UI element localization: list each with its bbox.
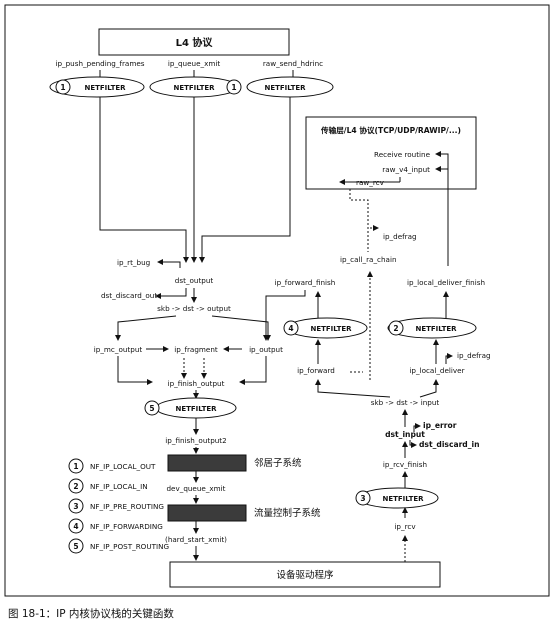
- fn-receive-routine: Receive routine: [374, 150, 431, 159]
- netfilter-label: NETFILTER: [175, 405, 217, 413]
- legend-label: NF_IP_POST_ROUTING: [90, 542, 169, 551]
- fn-ip-forward: ip_forward: [297, 366, 335, 375]
- neighbor-subsystem-label: 邻居子系统: [254, 457, 302, 469]
- neighbor-subsystem-block: [167, 454, 247, 472]
- netfilter-label: NETFILTER: [264, 84, 306, 92]
- hook-number: 3: [360, 494, 365, 503]
- hook-number: 5: [149, 404, 154, 413]
- fn-ip-forward-finish: ip_forward_finish: [275, 278, 336, 287]
- fn-dst-discard-in: dst_discard_in: [419, 440, 480, 449]
- hook-number-badge: [55, 79, 71, 95]
- netfilter-label: NETFILTER: [84, 84, 126, 92]
- legend-label: NF_IP_LOCAL_IN: [90, 482, 148, 491]
- hook-number-badge: [144, 400, 160, 416]
- fn-ip-defrag-lower: ip_defrag: [457, 351, 491, 360]
- hook-number: 2: [393, 324, 398, 333]
- hook-number-badge: [283, 320, 299, 336]
- legend-number: 1: [73, 462, 78, 471]
- legend-label: NF_IP_FORWARDING: [90, 522, 163, 531]
- traffic-control-block: [167, 504, 247, 522]
- fn-ip-call-ra-chain: ip_call_ra_chain: [340, 255, 397, 264]
- hook-number: 1: [231, 83, 236, 92]
- netfilter-label: NETFILTER: [382, 495, 424, 503]
- fn-raw-v4-input: raw_v4_input: [382, 165, 430, 174]
- hook-number-badge: [388, 320, 404, 336]
- l4-protocol-box: [98, 28, 290, 56]
- fn-ip-push-pending-frames: ip_push_pending_frames: [55, 59, 144, 68]
- legend-number: 4: [73, 522, 78, 531]
- hook-number-badge: [355, 490, 371, 506]
- fn-ip-mc-output: ip_mc_output: [94, 345, 143, 354]
- device-driver-label: 设备驱动程序: [276, 569, 334, 581]
- fn-dev-queue-xmit: dev_queue_xmit: [166, 484, 225, 493]
- netfilter-label: NETFILTER: [415, 325, 457, 333]
- fn-ip-rt-bug: ip_rt_bug: [117, 258, 150, 267]
- figure-caption: 图 18-1：IP 内核协议栈的关键函数: [8, 607, 174, 620]
- fn-ip-local-deliver: ip_local_deliver: [409, 366, 464, 375]
- fn-dst-discard-out: dst_discard_out: [101, 291, 157, 300]
- netfilter-label: NETFILTER: [310, 325, 352, 333]
- netfilter-label: NETFILTER: [173, 84, 215, 92]
- legend-number: 5: [73, 542, 78, 551]
- fn-ip-fragment: ip_fragment: [174, 345, 218, 354]
- fn-ip-rcv: ip_rcv: [394, 522, 416, 531]
- fn-hard-start-xmit: (hard_start_xmit): [165, 535, 227, 544]
- legend-label: NF_IP_LOCAL_OUT: [90, 462, 156, 471]
- fn-skb-dst-input: skb -> dst -> input: [371, 398, 440, 407]
- l4-protocol-label: L4 协议: [176, 36, 214, 49]
- legend-number: 3: [73, 502, 78, 511]
- hook-number-badge: [226, 79, 242, 95]
- fn-raw-rcv: raw_rcv: [356, 178, 385, 187]
- fn-raw-send-hdrinc: raw_send_hdrinc: [263, 59, 323, 68]
- fn-ip-defrag-upper: ip_defrag: [383, 232, 417, 241]
- hook-number: 4: [288, 324, 293, 333]
- figure-frame: [4, 4, 550, 597]
- fn-skb-dst-output: skb -> dst -> output: [157, 304, 231, 313]
- transport-layer-label: 传输层/L4 协议(TCP/UDP/RAWIP/...): [320, 125, 461, 135]
- fn-ip-finish-output: ip_finish_output: [168, 379, 225, 388]
- fn-ip-error: ip_error: [423, 421, 457, 430]
- fn-dst-input: dst_input: [385, 430, 425, 439]
- fn-ip-local-deliver-finish: ip_local_deliver_finish: [407, 278, 485, 287]
- hook-number: 1: [60, 83, 65, 92]
- legend-number: 2: [73, 482, 78, 491]
- legend-label: NF_IP_PRE_ROUTING: [90, 502, 164, 511]
- fn-ip-finish-output2: ip_finish_output2: [165, 436, 226, 445]
- traffic-control-label: 流量控制子系统: [254, 507, 321, 519]
- fn-ip-output: ip_output: [249, 345, 283, 354]
- fn-ip-rcv-finish: ip_rcv_finish: [383, 460, 427, 469]
- device-driver-box: [169, 561, 441, 588]
- netfilter-local-in: [387, 317, 477, 339]
- fn-ip-queue-xmit: ip_queue_xmit: [168, 59, 221, 68]
- fn-dst-output: dst_output: [175, 276, 214, 285]
- legend: 1 NF_IP_LOCAL_OUT 2 NF_IP_LOCAL_IN 3 NF_…: [68, 458, 169, 554]
- netfilter-local-out-push: [49, 76, 145, 98]
